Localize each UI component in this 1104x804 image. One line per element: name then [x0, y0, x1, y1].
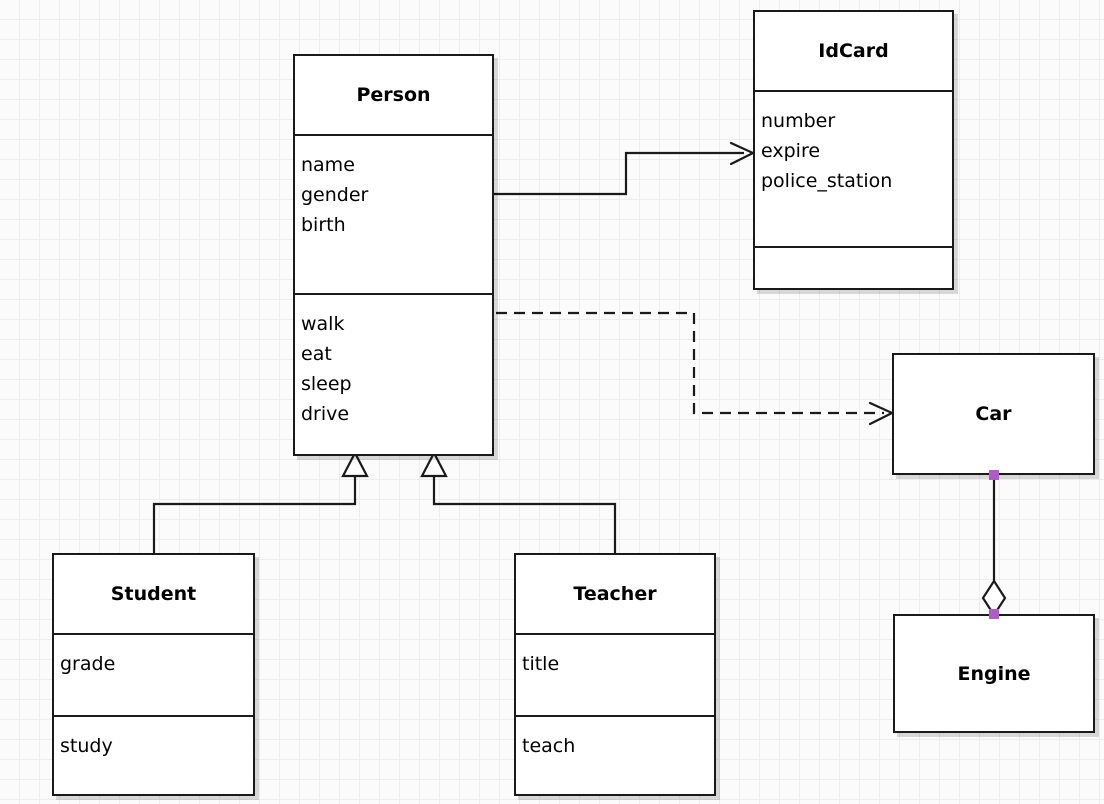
edge-teacher-person — [432, 474, 617, 553]
class-title-student: Student — [110, 583, 197, 605]
method-item: sleep — [301, 373, 352, 395]
class-methods-teacher: teach — [516, 715, 714, 798]
method-item: teach — [522, 735, 576, 757]
attribute-item: number — [761, 110, 836, 132]
class-box-engine[interactable]: Engine — [893, 614, 1095, 733]
edge-person-car — [496, 311, 884, 415]
class-methods-idcard — [755, 246, 952, 292]
class-methods-person: walk eat sleep drive — [295, 293, 492, 458]
class-box-student[interactable]: Student grade study — [52, 553, 255, 796]
connection-handle-car[interactable] — [989, 470, 999, 480]
arrowhead-open-car — [868, 401, 895, 426]
method-item: eat — [301, 343, 332, 365]
attribute-item: expire — [761, 140, 821, 162]
class-title-car: Car — [975, 403, 1012, 425]
attribute-item: gender — [301, 184, 369, 206]
class-attributes-person: name gender birth — [295, 134, 492, 293]
class-box-teacher[interactable]: Teacher title teach — [514, 553, 716, 796]
class-box-car[interactable]: Car — [892, 353, 1095, 475]
class-methods-student: study — [54, 715, 253, 798]
edge-student-person — [152, 474, 357, 553]
attribute-item: name — [301, 154, 355, 176]
arrowhead-open-idcard — [729, 141, 756, 166]
method-item: walk — [301, 313, 345, 335]
connection-handle-engine[interactable] — [989, 609, 999, 619]
class-box-person[interactable]: Person name gender birth walk eat sleep … — [293, 54, 494, 456]
edge-person-idcard — [494, 151, 744, 196]
class-title-idcard: IdCard — [818, 40, 889, 62]
class-title-person: Person — [356, 84, 431, 106]
class-attributes-idcard: number expire police_station — [755, 90, 952, 246]
method-item: drive — [301, 403, 350, 425]
class-attributes-teacher: title — [516, 633, 714, 715]
attribute-item: police_station — [761, 170, 893, 192]
class-title-engine: Engine — [957, 662, 1031, 685]
class-attributes-student: grade — [54, 633, 253, 715]
class-title-teacher: Teacher — [573, 583, 657, 605]
class-box-idcard[interactable]: IdCard number expire police_station — [753, 10, 954, 290]
attribute-item: grade — [60, 653, 116, 675]
attribute-item: birth — [301, 214, 346, 236]
attribute-item: title — [522, 653, 560, 675]
method-item: study — [60, 735, 113, 757]
